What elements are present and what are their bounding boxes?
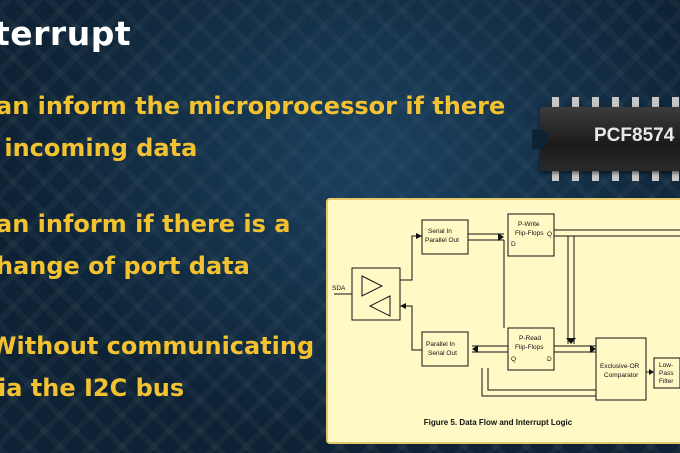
ic-chip-image: PCF8574 [532,95,680,183]
filter-label-2: Pass [659,370,674,377]
chip-body: PCF8574 [532,107,680,171]
write-ff-label-2: Flip-Flops [515,230,544,237]
read-ff-label-2: Flip-Flops [515,344,544,351]
read-ff-pin-d: D [547,356,552,363]
write-ff-label-1: P-Write [518,221,540,228]
bullet-1-line-1: an inform the microprocessor if there [0,92,506,120]
parallel-in-label-1: Parallel In [426,341,455,348]
bullet-3-line-1: Without communicating [0,332,315,360]
read-ff-label-1: P-Read [519,335,541,342]
write-ff-pin-d: D [511,241,516,248]
write-ff-pin-q: Q [547,231,552,238]
comparator-label-1: Exclusive-OR [600,363,640,370]
bullet-2: an inform if there is a hange of port da… [0,203,290,287]
sda-label: SDA [332,285,346,292]
slide-title: terrupt [0,14,132,53]
filter-label-3: Filter [659,378,674,385]
bullet-1: an inform the microprocessor if there in… [0,85,505,169]
bullet-2-line-2: hange of port data [0,252,250,280]
parallel-in-label-2: Serial Out [428,350,457,357]
serial-in-label-1: Serial In [428,228,452,235]
bullet-3: Without communicating ia the I2C bus [0,325,314,409]
bullet-1-line-2: incoming data [0,134,198,162]
chip-notch [532,129,548,149]
bullet-3-line-2: ia the I2C bus [0,374,185,402]
chip-label: PCF8574 [594,125,675,146]
serial-in-label-2: Parallel Out [425,237,459,244]
data-flow-diagram: SDA Serial In Parallel Out Parallel In S… [326,198,680,444]
read-ff-pin-q: Q [511,356,516,363]
figure-caption: Figure 5. Data Flow and Interrupt Logic [423,418,573,427]
comparator-label-2: Comparator [604,372,639,379]
filter-label-1: Low- [659,362,673,369]
bullet-2-line-1: an inform if there is a [0,210,291,238]
